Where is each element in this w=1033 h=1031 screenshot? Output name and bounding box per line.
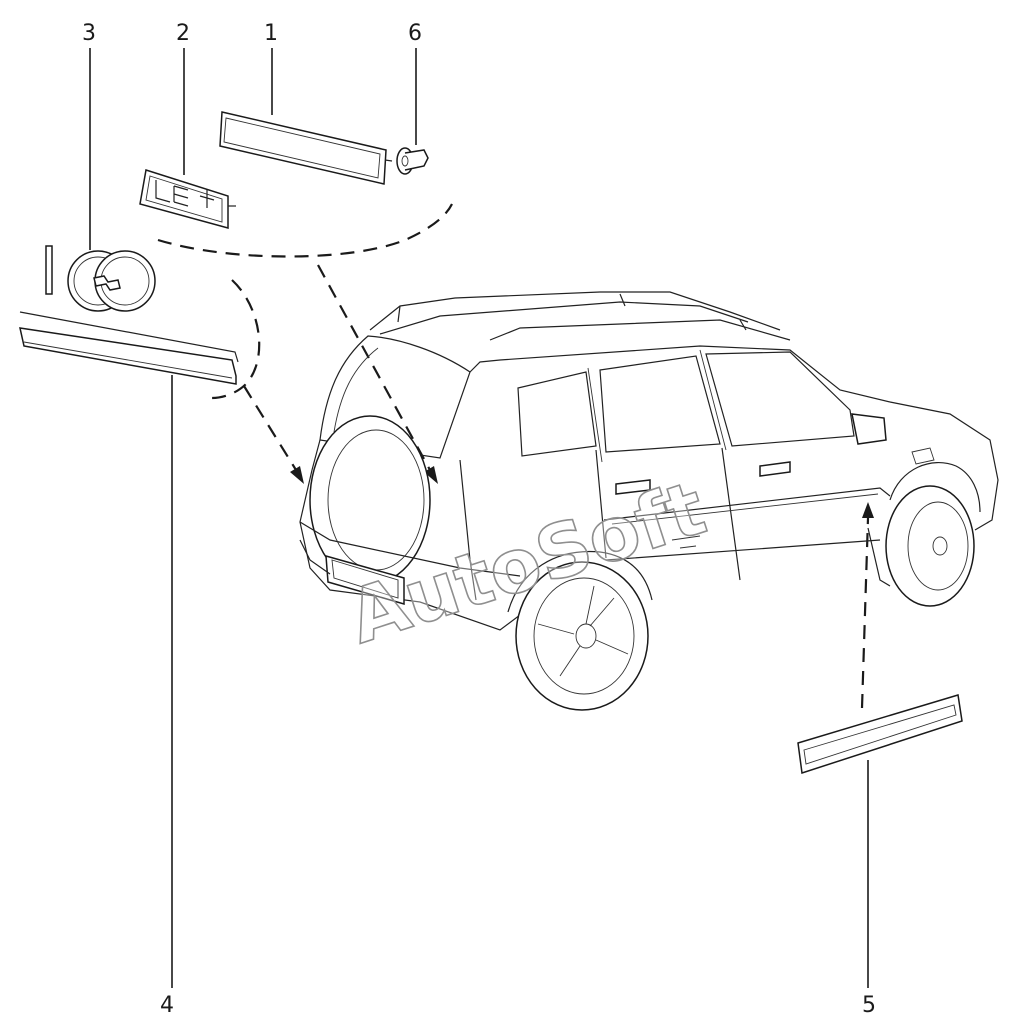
- leader-lines: [89, 48, 869, 988]
- dashed-arcs: [157, 203, 453, 400]
- part-6-clip: [396, 147, 429, 175]
- part-4-strip: [19, 311, 239, 385]
- callout-6: 6: [408, 21, 422, 46]
- callout-5: 5: [862, 993, 876, 1018]
- callout-2: 2: [176, 21, 190, 46]
- part-2-le-plus-badge: [139, 169, 236, 229]
- part-5-side-molding: [797, 694, 963, 774]
- part-1-plate: [219, 111, 393, 185]
- part-3-hundred-badge: [45, 245, 156, 312]
- callout-1: 1: [264, 21, 278, 46]
- callout-4: 4: [160, 993, 174, 1018]
- dashed-arrows: [243, 264, 874, 709]
- callout-3: 3: [82, 21, 96, 46]
- vehicle-illustration: [299, 291, 999, 711]
